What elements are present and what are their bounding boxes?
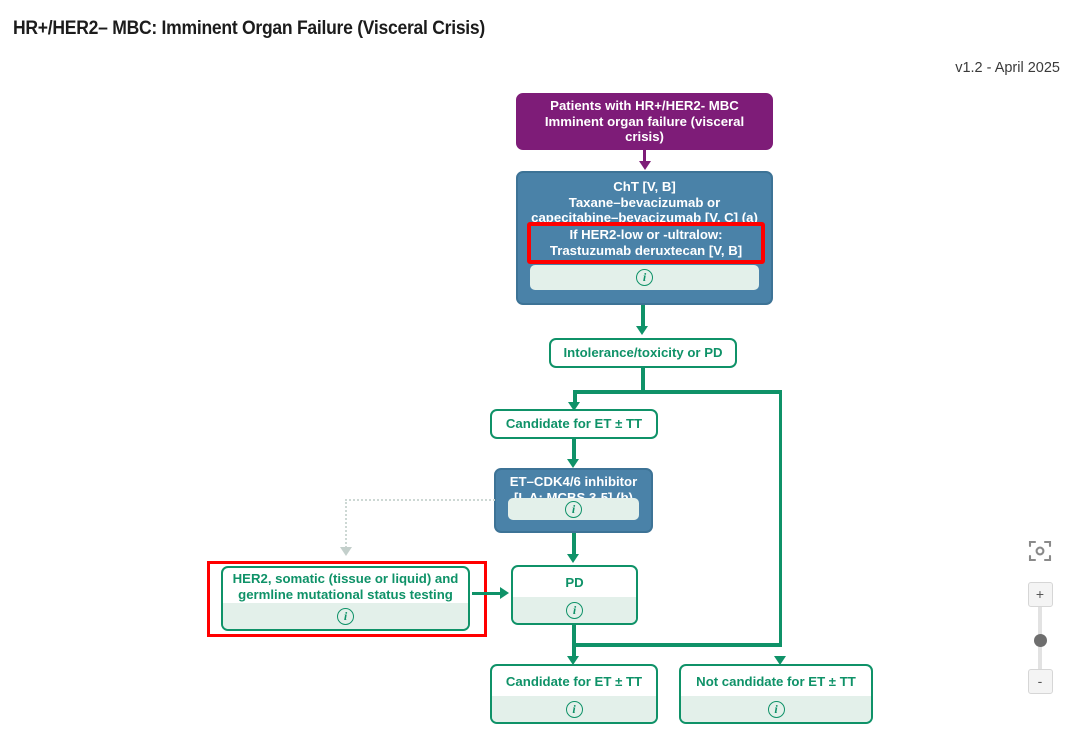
node-patients-line1: Patients with HR+/HER2- MBC xyxy=(550,98,739,114)
info-icon: i xyxy=(337,607,354,625)
info-icon: i xyxy=(767,700,785,718)
node-intolerance[interactable]: Intolerance/toxicity or PD xyxy=(549,338,737,368)
arrowhead-etcdk-to-pd xyxy=(567,554,579,563)
node-not-candidate-et-tt-label: Not candidate for ET ± TT xyxy=(696,674,856,690)
arrowhead-to-candidate-2 xyxy=(567,656,579,665)
connector-candidate-to-etcdk xyxy=(572,439,576,461)
arrowhead-to-not-candidate xyxy=(774,656,786,665)
zoom-slider-thumb[interactable] xyxy=(1033,634,1047,647)
connector-right-rail xyxy=(778,390,782,645)
node-pd-info-bar[interactable]: i xyxy=(513,597,636,623)
node-pd[interactable]: PD i xyxy=(511,565,638,625)
node-candidate-et-tt-1-label: Candidate for ET ± TT xyxy=(505,416,643,432)
page-title: HR+/HER2– MBC: Imminent Organ Failure (V… xyxy=(13,17,485,39)
highlight-her2-low-overlay[interactable]: If HER2-low or -ultralow: Trastuzumab de… xyxy=(527,222,765,264)
overlay-line2: Trastuzumab deruxtecan [V, B] xyxy=(549,243,743,258)
node-candidate-et-tt-2-label: Candidate for ET ± TT xyxy=(505,674,643,690)
arrowhead-her2-to-pd xyxy=(500,587,509,599)
info-icon: i xyxy=(566,601,583,619)
arrowhead-cht-to-intolerance xyxy=(636,326,648,335)
arrowhead-candidate-to-etcdk xyxy=(567,459,579,468)
connector-bottom-horizontal xyxy=(572,643,782,647)
node-et-cdk46-line1: ET–CDK4/6 inhibitor xyxy=(509,474,638,489)
overlay-line1: If HER2-low or -ultralow: xyxy=(569,227,723,243)
node-her2-testing-info-bar[interactable]: i xyxy=(223,603,468,629)
connector-pd-stem xyxy=(572,625,576,658)
info-icon: i xyxy=(565,500,582,518)
connector-intolerance-stem xyxy=(641,368,645,392)
info-icon: i xyxy=(565,700,583,718)
node-cht-line2: Taxane–bevacizumab or xyxy=(568,194,721,210)
node-her2-testing-line1: HER2, somatic (tissue or liquid) and xyxy=(232,571,459,587)
node-et-cdk46[interactable]: ET–CDK4/6 inhibitor [I, A; MCBS 3-5] (b)… xyxy=(494,468,653,533)
zoom-slider-track[interactable] xyxy=(1033,607,1047,669)
node-candidate-et-tt-2-info-bar[interactable]: i xyxy=(492,696,656,722)
node-her2-testing-line2: germline mutational status testing xyxy=(238,587,453,602)
node-patients-line2: Imminent organ failure (visceral crisis) xyxy=(544,113,745,145)
node-not-candidate-et-tt[interactable]: Not candidate for ET ± TT i xyxy=(679,664,873,724)
node-her2-testing[interactable]: HER2, somatic (tissue or liquid) and ger… xyxy=(221,566,470,631)
arrowhead-dotted-to-her2-testing xyxy=(339,547,352,556)
connector-patients-to-cht xyxy=(643,150,646,163)
connector-her2-to-pd xyxy=(472,592,505,596)
zoom-in-button[interactable]: + xyxy=(1027,582,1053,607)
node-not-candidate-et-tt-info-bar[interactable]: i xyxy=(681,696,871,722)
node-patients[interactable]: Patients with HR+/HER2- MBC Imminent org… xyxy=(516,93,773,150)
zoom-controls: + - xyxy=(1024,538,1056,694)
node-cht-line1: ChT [V, B] xyxy=(613,179,676,194)
node-intolerance-label: Intolerance/toxicity or PD xyxy=(563,345,723,361)
node-et-cdk46-info-bar[interactable]: i xyxy=(508,498,639,520)
dotted-connector-vertical xyxy=(345,499,347,548)
node-pd-label: PD xyxy=(565,575,584,591)
connector-to-candidate-1 xyxy=(573,390,577,404)
node-cht-line3: capecitabine–bevacizumab [V, C] (a) xyxy=(531,210,758,226)
connector-cht-to-intolerance xyxy=(641,305,645,328)
info-icon: i xyxy=(636,269,653,286)
connector-etcdk-to-pd xyxy=(572,533,576,556)
node-candidate-et-tt-1[interactable]: Candidate for ET ± TT xyxy=(490,409,658,439)
arrowhead-patients-to-cht xyxy=(638,161,651,170)
zoom-out-button[interactable]: - xyxy=(1027,669,1053,694)
arrowhead-to-candidate-1 xyxy=(568,402,580,411)
fit-to-screen-icon[interactable] xyxy=(1027,538,1053,564)
dotted-connector-horizontal xyxy=(345,499,495,501)
connector-intolerance-horizontal xyxy=(573,390,782,394)
version-label: v1.2 - April 2025 xyxy=(955,60,1060,76)
node-cht-info-bar[interactable]: i xyxy=(530,265,759,290)
node-candidate-et-tt-2[interactable]: Candidate for ET ± TT i xyxy=(490,664,658,724)
